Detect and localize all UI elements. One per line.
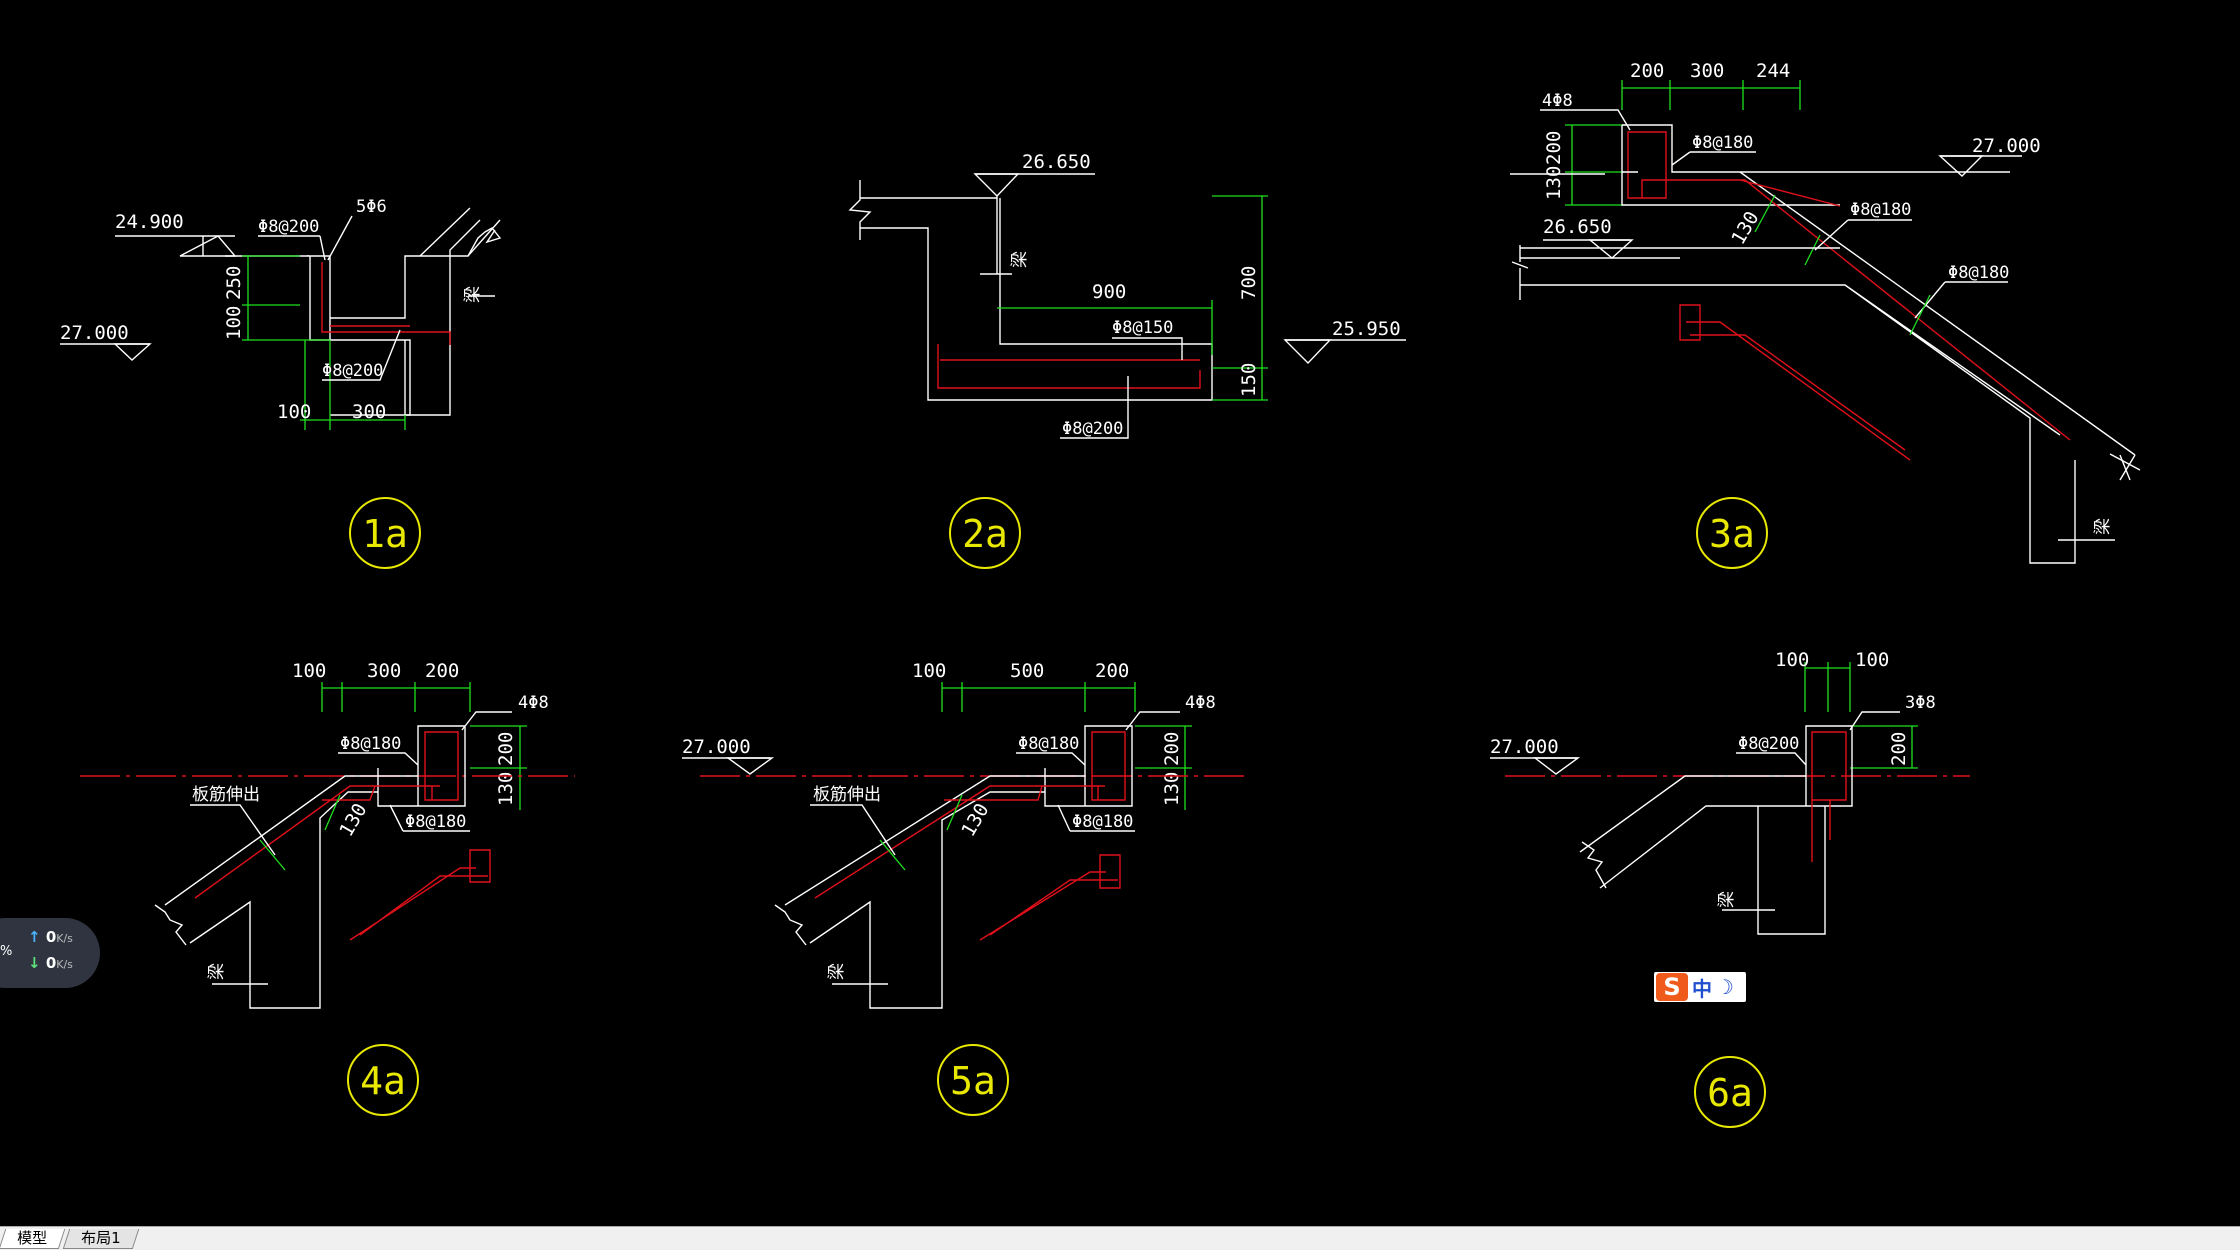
dimension-label: 100 bbox=[1855, 649, 1889, 671]
moon-icon[interactable]: ☽ bbox=[1716, 975, 1734, 999]
dimension-label: 100 bbox=[1775, 649, 1809, 671]
dimension-label: 130 bbox=[335, 800, 371, 841]
layout-tab-bar: 模型 布局1 bbox=[0, 1226, 2240, 1250]
detail-1a: 24.900 27.000 250 100 100 300 Φ8@200 5Φ6… bbox=[60, 197, 502, 569]
rebar-label: Φ8@200 bbox=[322, 361, 383, 381]
beam-label: 梁 bbox=[207, 963, 227, 980]
note-label: 板筋伸出 bbox=[192, 785, 260, 805]
sogou-logo-icon[interactable]: S bbox=[1656, 973, 1688, 1001]
elevation-label: 26.650 bbox=[1022, 151, 1091, 173]
tab-label: 布局1 bbox=[81, 1229, 121, 1247]
elevation-label: 26.650 bbox=[1543, 216, 1612, 238]
dimension-label: 130 bbox=[495, 772, 517, 806]
upload-speed: 0 bbox=[45, 928, 57, 946]
dimension-label: 200 bbox=[1630, 60, 1664, 82]
dimension-label: 150 bbox=[1238, 363, 1260, 397]
detail-number: 2a bbox=[962, 512, 1008, 556]
tab-layout1[interactable]: 布局1 bbox=[62, 1229, 139, 1249]
ime-toolbar[interactable]: S 中 ☽ bbox=[1654, 972, 1746, 1002]
dimension-label: 100 bbox=[223, 306, 245, 340]
dimension-label: 244 bbox=[1756, 60, 1790, 82]
dimension-label: 100 bbox=[277, 401, 311, 423]
rebar-label: Φ8@180 bbox=[1072, 812, 1133, 832]
dimension-label: 200 bbox=[1161, 732, 1183, 766]
rebar-label: 4Φ8 bbox=[1185, 693, 1216, 713]
rebar-label: Φ8@180 bbox=[340, 734, 401, 754]
ime-language-toggle[interactable]: 中 bbox=[1692, 976, 1712, 1001]
elevation-label: 27.000 bbox=[682, 736, 751, 758]
dimension-label: 250 bbox=[223, 266, 245, 300]
upload-unit: K/s bbox=[56, 932, 73, 945]
dimension-label: 130 bbox=[957, 800, 993, 841]
download-arrow-icon: ↓ bbox=[28, 954, 41, 972]
dimension-label: 200 bbox=[1095, 660, 1129, 682]
detail-number: 1a bbox=[362, 512, 408, 556]
rebar-label: Φ8@180 bbox=[1850, 200, 1911, 220]
dimension-label: 300 bbox=[1690, 60, 1724, 82]
dimension-label: 130 bbox=[1727, 208, 1763, 249]
dimension-label: 700 bbox=[1238, 266, 1260, 300]
detail-3a: 200 300 244 4Φ8 200 130 Φ8@180 27.000 Φ8… bbox=[1510, 60, 2141, 569]
beam-label: 梁 bbox=[827, 963, 847, 980]
elevation-label: 27.000 bbox=[1972, 135, 2041, 157]
dimension-label: 200 bbox=[495, 732, 517, 766]
detail-number: 5a bbox=[950, 1059, 996, 1103]
rebar-label: Φ8@180 bbox=[1018, 734, 1079, 754]
elevation-label: 25.950 bbox=[1332, 318, 1401, 340]
download-speed: 0 bbox=[45, 954, 57, 972]
dimension-label: 200 bbox=[425, 660, 459, 682]
rebar-label: Φ8@200 bbox=[1062, 419, 1123, 439]
dimension-label: 200 bbox=[1888, 732, 1910, 766]
rebar-label: Φ8@200 bbox=[258, 217, 319, 237]
network-percent: % bbox=[0, 944, 13, 959]
dimension-label: 100 bbox=[292, 660, 326, 682]
download-unit: K/s bbox=[56, 958, 73, 971]
dimension-label: 200 bbox=[1543, 131, 1565, 165]
tab-label: 模型 bbox=[17, 1229, 48, 1247]
rebar-label: Φ8@180 bbox=[1948, 263, 2009, 283]
tab-model[interactable]: 模型 bbox=[0, 1229, 66, 1249]
network-monitor-widget[interactable]: % ↑ 0K/s ↓ 0K/s bbox=[0, 918, 100, 988]
rebar-label: 3Φ8 bbox=[1905, 693, 1936, 713]
beam-label: 梁 bbox=[1717, 891, 1737, 908]
dimension-label: 900 bbox=[1092, 281, 1126, 303]
detail-6a: 100 100 3Φ8 200 27.000 Φ8@200 梁 6a bbox=[1490, 649, 1970, 1128]
rebar-label: Φ8@180 bbox=[1692, 133, 1753, 153]
dimension-label: 300 bbox=[352, 401, 386, 423]
rebar-label: 5Φ6 bbox=[356, 197, 387, 217]
rebar-label: 4Φ8 bbox=[1542, 91, 1573, 111]
rebar-label: Φ8@150 bbox=[1112, 318, 1173, 338]
rebar-label: 4Φ8 bbox=[518, 693, 549, 713]
detail-2a: 26.650 梁 900 700 150 Φ8@150 Φ8@200 25.95… bbox=[848, 151, 1406, 569]
dimension-label: 100 bbox=[912, 660, 946, 682]
dimension-label: 130 bbox=[1161, 772, 1183, 806]
beam-label: 梁 bbox=[2093, 518, 2113, 535]
rebar-label: Φ8@180 bbox=[405, 812, 466, 832]
detail-number: 6a bbox=[1707, 1071, 1753, 1115]
note-label: 板筋伸出 bbox=[813, 785, 881, 805]
elevation-label: 24.900 bbox=[115, 211, 184, 233]
elevation-label: 27.000 bbox=[1490, 736, 1559, 758]
beam-label: 梁 bbox=[1010, 251, 1030, 268]
rebar-label: Φ8@200 bbox=[1738, 734, 1799, 754]
detail-number: 4a bbox=[360, 1059, 406, 1103]
detail-number: 3a bbox=[1709, 512, 1755, 556]
detail-5a: 100 500 200 4Φ8 200 130 27.000 Φ8@180 Φ8… bbox=[682, 660, 1245, 1116]
dimension-label: 300 bbox=[367, 660, 401, 682]
dimension-label: 500 bbox=[1010, 660, 1044, 682]
dimension-label: 130 bbox=[1543, 166, 1565, 200]
detail-4a: 100 300 200 4Φ8 200 130 Φ8@180 Φ8@180 13… bbox=[80, 660, 575, 1116]
elevation-label: 27.000 bbox=[60, 322, 129, 344]
upload-arrow-icon: ↑ bbox=[28, 928, 41, 946]
beam-label: 梁 bbox=[463, 286, 483, 303]
